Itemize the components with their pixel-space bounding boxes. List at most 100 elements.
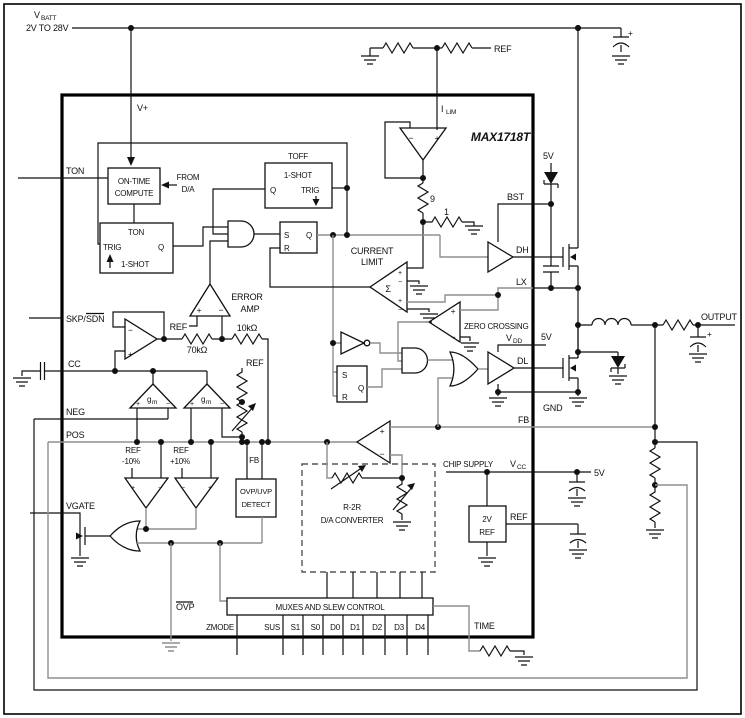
minus-sign: − bbox=[220, 401, 224, 408]
chip-supply-label: CHIP SUPPLY bbox=[443, 460, 494, 469]
plus-sign: + bbox=[131, 485, 135, 492]
toff-one-shot-label: 1-SHOT bbox=[284, 171, 312, 180]
and-gate-1 bbox=[227, 220, 255, 248]
pin-pos: POS bbox=[66, 430, 85, 440]
latch2-r: R bbox=[342, 393, 348, 402]
pin-s1: S1 bbox=[291, 623, 301, 632]
pin-ilim: I bbox=[441, 104, 443, 114]
pin-neg: NEG bbox=[66, 407, 85, 417]
output-label: OUTPUT bbox=[701, 312, 738, 322]
pin-ilim-sub: LIM bbox=[446, 109, 456, 116]
inductor bbox=[578, 317, 663, 326]
vref-label2: REF bbox=[479, 528, 495, 537]
current-limit-label1: CURRENT bbox=[351, 246, 394, 256]
latch2-s: S bbox=[342, 371, 347, 380]
ton-one-shot-label: 1-SHOT bbox=[121, 260, 149, 269]
vdd-5v-label: 5V bbox=[541, 332, 552, 342]
ref-label-top: REF bbox=[494, 44, 512, 54]
on-time-compute-block: TON ON-TIME COMPUTE FROM D/A bbox=[18, 166, 200, 223]
pwm-latch: S Q R bbox=[97, 142, 488, 397]
pin-s0: S0 bbox=[311, 623, 321, 632]
page-border bbox=[3, 3, 742, 715]
minus-sign: − bbox=[451, 332, 456, 342]
output-network: OUTPUT + FB bbox=[33, 312, 738, 691]
ovp-pin: OVP bbox=[162, 543, 227, 652]
error-ref-label: REF bbox=[170, 322, 188, 332]
toff-trig: TRIG bbox=[301, 186, 319, 195]
error-amp-label2: AMP bbox=[241, 304, 260, 314]
plus-sign: + bbox=[197, 305, 202, 315]
error-amp-label1: ERROR bbox=[231, 292, 263, 302]
pin-d0: D0 bbox=[330, 623, 341, 632]
current-limit: CURRENT LIMIT Σ + − + − bbox=[269, 246, 498, 323]
plus-sign: + bbox=[707, 329, 712, 339]
pin-d3: D3 bbox=[394, 623, 405, 632]
pin-gnd: GND bbox=[543, 403, 563, 413]
latch2-q: Q bbox=[358, 384, 364, 393]
neg-pos-bus: NEG POS bbox=[34, 407, 357, 445]
ref-plus-label2: +10% bbox=[170, 457, 190, 466]
latch1-s: S bbox=[284, 231, 289, 240]
chip-supply: CHIP SUPPLY V CC 5V 2V REF REF bbox=[443, 459, 605, 567]
minus-sign: − bbox=[398, 279, 402, 286]
minus-sign: − bbox=[181, 485, 185, 492]
pin-d1: D1 bbox=[350, 623, 361, 632]
pin-time: TIME bbox=[474, 621, 495, 631]
low-side: DL V DD 5V GND bbox=[487, 325, 627, 413]
inverter-bubble bbox=[363, 339, 371, 347]
pin-lx: LX bbox=[516, 277, 527, 287]
ovp-uvp-label2: DETECT bbox=[242, 500, 271, 509]
or-gate-dl bbox=[448, 351, 479, 387]
gm-sub: m bbox=[206, 399, 211, 406]
minus-sign: − bbox=[158, 485, 162, 492]
plus-sign: + bbox=[435, 133, 440, 143]
dl-driver bbox=[487, 350, 516, 386]
vgate-driver: VGATE bbox=[30, 501, 262, 567]
dh-driver bbox=[487, 240, 515, 274]
pin-sus: SUS bbox=[264, 623, 280, 632]
pin-vplus: V+ bbox=[137, 103, 148, 113]
pin-sdn: SDN bbox=[86, 314, 104, 324]
ref-minus-label2: -10% bbox=[122, 457, 140, 466]
pin-ref: REF bbox=[510, 512, 528, 522]
bst-5v-label: 5V bbox=[543, 151, 554, 161]
on-time-line2: COMPUTE bbox=[115, 189, 154, 198]
sr-latch-2 bbox=[336, 365, 368, 403]
plus-sign: + bbox=[628, 28, 633, 38]
ovp-uvp-comparators: REF -10% REF +10% + − − + bbox=[122, 442, 220, 532]
minus-sign: − bbox=[219, 305, 224, 315]
pin-vgate: VGATE bbox=[66, 501, 95, 511]
skp-sdn-pin: SKP/ SDN bbox=[29, 312, 105, 324]
pin-cc: CC bbox=[68, 359, 81, 369]
minus-sign: − bbox=[398, 307, 402, 314]
pin-skp: SKP/ bbox=[66, 314, 86, 324]
mux-label: MUXES AND SLEW CONTROL bbox=[276, 603, 386, 612]
from-da-label2: D/A bbox=[182, 185, 196, 194]
part-number: MAX1718T bbox=[471, 130, 532, 144]
toff-one-shot: TOFF 1-SHOT Q TRIG bbox=[264, 152, 333, 209]
resistor-10k: 10kΩ bbox=[237, 323, 258, 333]
pin-d2: D2 bbox=[372, 623, 383, 632]
plus-sign: + bbox=[190, 401, 194, 408]
ic-outline bbox=[60, 93, 535, 639]
gm-amp-1: g m + − bbox=[128, 371, 178, 442]
high-side: 5V BST DH LX bbox=[460, 25, 581, 358]
and-gate-2 bbox=[401, 347, 429, 374]
minus-sign: − bbox=[380, 449, 385, 459]
r2r-dac: R-2R D/A CONVERTER bbox=[301, 442, 436, 598]
pin-vcc-sub: CC bbox=[517, 464, 526, 471]
gm-sub: m bbox=[152, 399, 157, 406]
ton-one-shot: TON TRIG Q 1-SHOT bbox=[99, 222, 174, 274]
resistor-9: 9 bbox=[430, 194, 435, 204]
resistor-70k: 70kΩ bbox=[187, 345, 208, 355]
latch1-q: Q bbox=[306, 231, 312, 240]
ref-offset-chain: REF bbox=[231, 358, 264, 442]
dac-label2: D/A CONVERTER bbox=[321, 516, 384, 525]
plus-sign: + bbox=[136, 401, 140, 408]
current-limit-label2: LIMIT bbox=[361, 257, 384, 267]
ton-q: Q bbox=[158, 243, 164, 252]
ref-chain-label: REF bbox=[246, 358, 264, 368]
plus-sign: + bbox=[128, 349, 133, 359]
ilim-divider: REF I LIM bbox=[361, 41, 512, 130]
minus-sign: − bbox=[128, 325, 133, 335]
